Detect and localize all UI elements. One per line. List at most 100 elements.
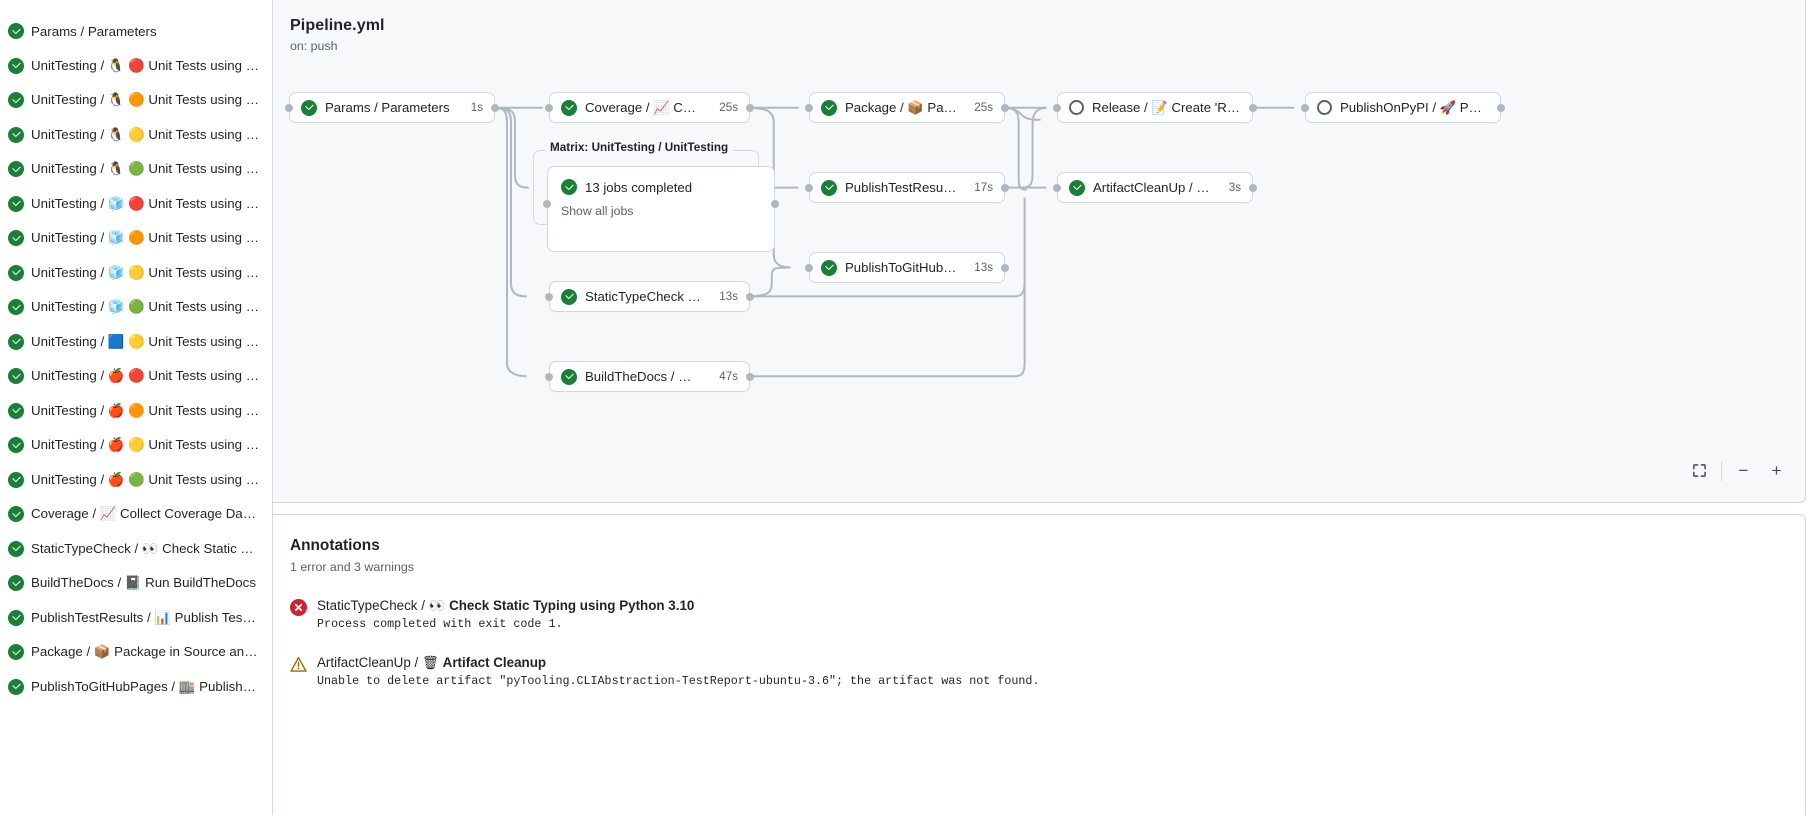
graph-node-duration: 3s bbox=[1228, 181, 1241, 194]
graph-node-artifactclean[interactable]: ArtifactCleanUp / 🗑 Artifac... 3s bbox=[1053, 172, 1257, 203]
matrix-summary-node[interactable]: 13 jobs completed Show all jobs bbox=[543, 166, 779, 252]
sidebar-job-item[interactable]: UnitTesting / 🍎 🔴 Unit Tests using Pyth.… bbox=[0, 359, 272, 394]
success-check-icon bbox=[8, 333, 24, 350]
zoom-out-button[interactable]: − bbox=[1738, 461, 1749, 480]
zoom-divider bbox=[1721, 460, 1722, 481]
success-check-icon bbox=[8, 230, 24, 247]
success-check-icon bbox=[8, 402, 24, 419]
graph-node-duration: 13s bbox=[974, 261, 993, 274]
success-check-icon bbox=[301, 99, 317, 116]
graph-node-package[interactable]: Package / 📦 Package in So...25s bbox=[805, 92, 1009, 123]
graph-node-port-left bbox=[1053, 184, 1061, 192]
sidebar-job-item[interactable]: Coverage / 📈 Collect Coverage Data usi..… bbox=[0, 497, 272, 532]
graph-node-emoji-icon: 🚀 bbox=[1439, 100, 1457, 116]
sidebar-job-label: PublishToGitHubPages / 🏬 Publish to G... bbox=[31, 678, 259, 695]
job-os-icon: 🐧 bbox=[107, 58, 125, 74]
success-check-icon bbox=[8, 575, 24, 592]
graph-node-label: StaticTypeCheck / 👀 Chec... bbox=[585, 289, 702, 305]
matrix-node-port-left bbox=[543, 200, 551, 208]
graph-node-publishpypi[interactable]: PublishOnPyPI / 🚀 Publish to ... bbox=[1301, 92, 1505, 123]
sidebar-job-item[interactable]: UnitTesting / 🧊 🟢 Unit Tests using Pyth.… bbox=[0, 290, 272, 325]
graph-node-publishpages[interactable]: PublishToGitHubPages / 🏬 ...13s bbox=[805, 252, 1009, 283]
sidebar-job-item[interactable]: Params / Parameters bbox=[0, 14, 272, 49]
success-check-icon bbox=[8, 92, 24, 109]
graph-node-duration: 13s bbox=[719, 290, 738, 303]
graph-node-label: ArtifactCleanUp / 🗑 Artifac... bbox=[1093, 179, 1212, 196]
graph-node-port-right bbox=[1001, 264, 1009, 272]
sidebar-job-item[interactable]: UnitTesting / 🧊 🔴 Unit Tests using Pyth.… bbox=[0, 187, 272, 222]
sidebar-job-item[interactable]: PublishToGitHubPages / 🏬 Publish to G... bbox=[0, 670, 272, 705]
sidebar-job-item[interactable]: UnitTesting / 🐧 🟢 Unit Tests using Pyth.… bbox=[0, 152, 272, 187]
sidebar-job-label: UnitTesting / 🐧 🟠 Unit Tests using Pyth.… bbox=[31, 92, 259, 109]
graph-node-emoji-icon: 👀 bbox=[695, 290, 702, 305]
pending-circle-icon bbox=[1069, 100, 1084, 115]
sidebar-job-label: UnitTesting / 🐧 🟡 Unit Tests using Pyth.… bbox=[31, 126, 259, 143]
sidebar-job-item[interactable]: UnitTesting / 🧊 🟡 Unit Tests using Pyth.… bbox=[0, 256, 272, 291]
success-check-icon bbox=[561, 368, 577, 385]
sidebar-job-item[interactable]: UnitTesting / 🧊 🟠 Unit Tests using Pyth.… bbox=[0, 221, 272, 256]
sidebar-job-item[interactable]: UnitTesting / 🍎 🟠 Unit Tests using Pyth.… bbox=[0, 394, 272, 429]
graph-node-publishtest[interactable]: PublishTestResults / 📊 Pu... 17s bbox=[805, 172, 1009, 203]
graph-node-statictype[interactable]: StaticTypeCheck / 👀 Chec... 13s bbox=[545, 281, 754, 312]
success-check-icon bbox=[561, 99, 577, 116]
graph-node-port-right bbox=[1001, 104, 1009, 112]
sidebar-job-item[interactable]: UnitTesting / 🟦 🟡 Unit Tests using Pyth.… bbox=[0, 325, 272, 360]
job-version-icon: 🟠 bbox=[128, 231, 145, 247]
graph-node-emoji-icon: 📓 bbox=[678, 369, 695, 385]
graph-node-duration: 1s bbox=[470, 101, 483, 114]
matrix-node-port-right bbox=[771, 200, 779, 208]
sidebar-job-item[interactable]: BuildTheDocs / 📓 Run BuildTheDocs bbox=[0, 566, 272, 601]
graph-node-duration: 25s bbox=[719, 101, 738, 114]
sidebar-job-item[interactable]: UnitTesting / 🐧 🟠 Unit Tests using Pyth.… bbox=[0, 83, 272, 118]
graph-node-port-right bbox=[746, 293, 754, 301]
sidebar-job-item[interactable]: StaticTypeCheck / 👀 Check Static Typing.… bbox=[0, 532, 272, 567]
job-os-icon: 🟦 bbox=[107, 334, 125, 350]
sidebar-job-label: UnitTesting / 🍎 🟠 Unit Tests using Pyth.… bbox=[31, 402, 259, 419]
graph-node-port-right bbox=[1497, 104, 1505, 112]
graph-node-port-left bbox=[1053, 104, 1061, 112]
graph-node-coverage[interactable]: Coverage / 📈 Collect Cove...25s bbox=[545, 92, 754, 123]
graph-header: Pipeline.yml on: push bbox=[273, 0, 1805, 53]
annotation-emoji-icon: 🗑 bbox=[421, 656, 439, 671]
sidebar-job-label: UnitTesting / 🍎 🟢 Unit Tests using Pyth.… bbox=[31, 471, 259, 488]
job-version-icon: 🟡 bbox=[128, 334, 145, 350]
sidebar-job-label: UnitTesting / 🐧 🔴 Unit Tests using Pyth.… bbox=[31, 57, 259, 74]
graph-node-port-right bbox=[491, 104, 499, 112]
job-os-icon: 🍎 bbox=[107, 369, 125, 385]
sidebar-job-item[interactable]: UnitTesting / 🐧 🟡 Unit Tests using Pyth.… bbox=[0, 118, 272, 153]
sidebar-job-item[interactable]: UnitTesting / 🍎 🟡 Unit Tests using Pyth.… bbox=[0, 428, 272, 463]
graph-node-emoji-icon: 🗑 bbox=[1196, 180, 1212, 196]
job-version-icon: 🔴 bbox=[128, 196, 145, 212]
sidebar-job-label: UnitTesting / 🟦 🟡 Unit Tests using Pyth.… bbox=[31, 333, 259, 350]
job-version-icon: 🔴 bbox=[128, 369, 145, 385]
success-check-icon bbox=[8, 540, 24, 557]
graph-node-port-left bbox=[805, 184, 813, 192]
sidebar-job-item[interactable]: UnitTesting / 🍎 🟢 Unit Tests using Pyth.… bbox=[0, 463, 272, 498]
sidebar-job-item[interactable]: Package / 📦 Package in Source and Wh... bbox=[0, 635, 272, 670]
matrix-show-all-jobs-link[interactable]: Show all jobs bbox=[561, 204, 634, 218]
fit-screen-icon[interactable] bbox=[1688, 459, 1711, 482]
job-os-icon: 🧊 bbox=[107, 196, 125, 212]
success-check-icon bbox=[8, 126, 24, 143]
sidebar-job-item[interactable]: PublishTestResults / 📊 Publish Test Resu… bbox=[0, 601, 272, 636]
job-version-icon: 🟡 bbox=[128, 438, 145, 454]
annotations-list: StaticTypeCheck / 👀 Check Static Typing … bbox=[290, 598, 1805, 688]
sidebar-job-label: UnitTesting / 🧊 🟠 Unit Tests using Pyth.… bbox=[31, 230, 259, 247]
job-os-icon: 👀 bbox=[141, 541, 159, 557]
graph-node-buildthedocs[interactable]: BuildTheDocs / 📓 Run Buil...47s bbox=[545, 361, 754, 392]
job-version-icon: 🟠 bbox=[128, 403, 145, 419]
graph-node-duration: 17s bbox=[974, 181, 993, 194]
zoom-in-button[interactable]: + bbox=[1771, 461, 1782, 480]
graph-node-port-right bbox=[746, 373, 754, 381]
graph-node-release[interactable]: Release / 📝 Create 'Release P... bbox=[1053, 92, 1257, 123]
graph-node-duration: 25s bbox=[974, 101, 993, 114]
success-check-icon bbox=[8, 264, 24, 281]
job-version-icon: 🟡 bbox=[128, 265, 145, 281]
success-check-icon bbox=[1069, 179, 1085, 196]
sidebar-job-item[interactable]: UnitTesting / 🐧 🔴 Unit Tests using Pyth.… bbox=[0, 49, 272, 84]
graph-node-emoji-icon: 📝 bbox=[1151, 100, 1168, 116]
graph-node-label: PublishTestResults / 📊 Pu... bbox=[845, 179, 958, 195]
